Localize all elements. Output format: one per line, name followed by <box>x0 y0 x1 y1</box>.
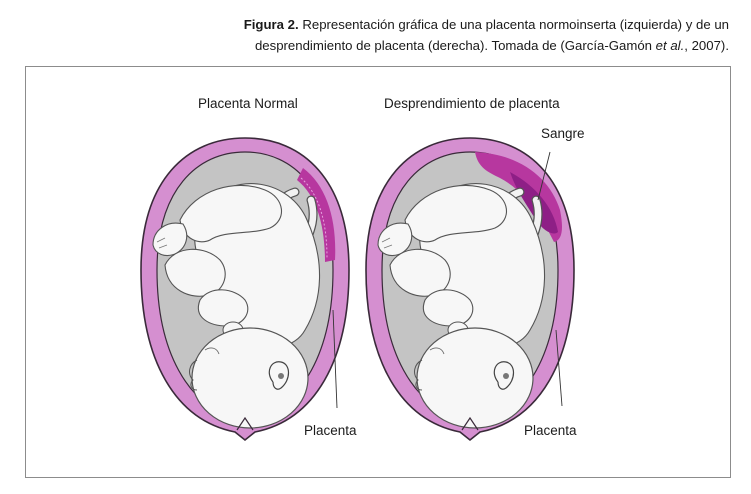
caption-et-al: et al. <box>655 38 685 53</box>
label-placenta-normal: Placenta Normal <box>198 96 298 111</box>
label-sangre: Sangre <box>541 126 585 141</box>
caption-text-2: , 2007). <box>684 38 729 53</box>
placenta-detached <box>475 152 562 242</box>
label-desprendimiento: Desprendimiento de placenta <box>384 96 560 111</box>
uterus-abruption <box>365 137 575 442</box>
placenta-normal <box>297 168 336 262</box>
figure-label: Figura 2. <box>243 17 299 32</box>
figure-caption: Figura 2. Representación gráfica de una … <box>169 14 729 56</box>
caption-text-1: Representación gráfica de una placenta n… <box>254 17 729 53</box>
label-placenta-left: Placenta <box>304 423 357 438</box>
uterus-normal <box>140 137 350 442</box>
label-placenta-right: Placenta <box>524 423 577 438</box>
